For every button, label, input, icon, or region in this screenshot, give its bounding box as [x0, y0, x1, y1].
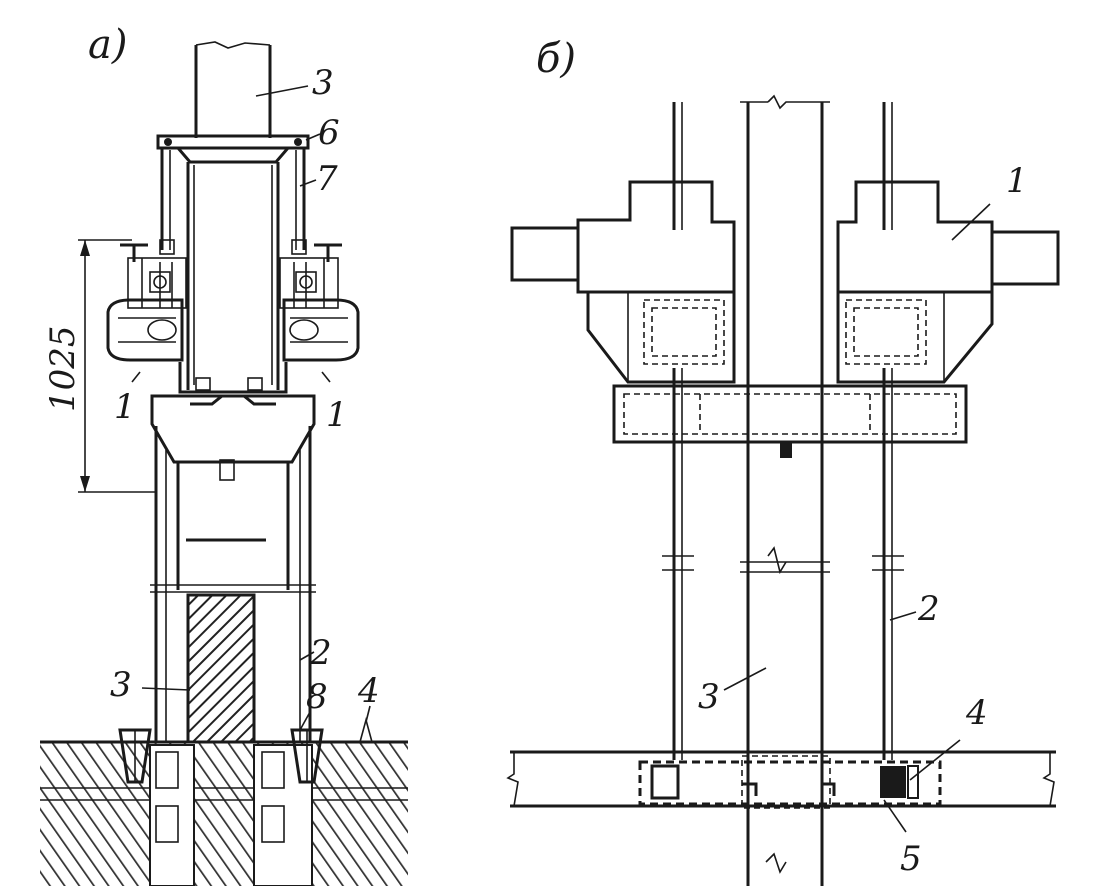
slab-b — [506, 750, 1056, 809]
label-1-right: 1 — [326, 395, 348, 435]
label-8: 8 — [306, 677, 328, 717]
leaders-b — [723, 203, 991, 833]
floor-slab — [40, 716, 408, 886]
label-1-left: 1 — [114, 387, 136, 427]
head-plate — [156, 134, 310, 164]
jack-right — [279, 243, 360, 362]
label-4: 4 — [357, 671, 380, 711]
jack-b-left — [510, 180, 736, 384]
label-2: 2 — [309, 633, 332, 673]
jack-left — [106, 243, 187, 362]
collar-beam-b — [612, 384, 968, 458]
label-3-top: 3 — [312, 63, 334, 103]
column-top — [194, 41, 272, 138]
label-7: 7 — [316, 159, 338, 199]
tie-rods — [159, 148, 307, 255]
panel-a-title: а) — [88, 22, 127, 68]
label-b-5: 5 — [900, 839, 922, 879]
label-b-1: 1 — [1006, 161, 1028, 201]
panel-b-title: б) — [536, 36, 576, 82]
column-shaft — [186, 162, 280, 390]
label-b-4: 4 — [965, 693, 988, 733]
column-b — [740, 94, 830, 886]
collar — [150, 362, 316, 481]
jack-b-right — [836, 180, 1060, 384]
rods-b — [662, 102, 904, 760]
dimension-1025: 1025 — [43, 239, 156, 493]
panel-b: б) — [506, 36, 1060, 886]
leaders-a — [131, 85, 371, 731]
dimension-label: 1025 — [43, 325, 83, 412]
label-b-3: 3 — [698, 677, 720, 717]
panel-a: а) — [40, 22, 408, 886]
label-3-bottom: 3 — [110, 665, 132, 705]
label-b-2: 2 — [917, 589, 940, 629]
label-6: 6 — [318, 113, 340, 153]
